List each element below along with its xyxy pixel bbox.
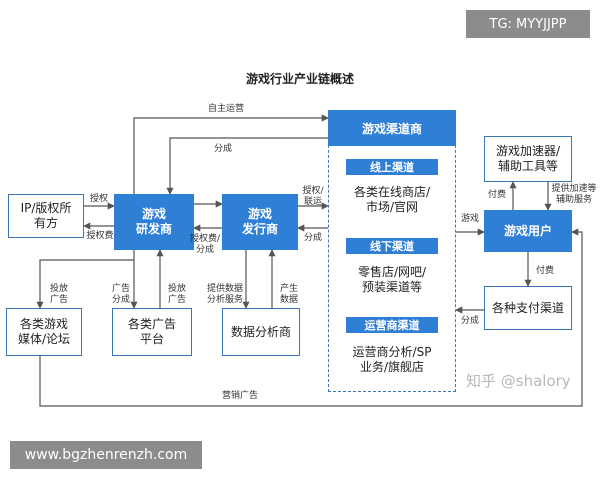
offline-channel-header: 线下渠道 [346, 238, 438, 254]
operator-channel-header: 运营商渠道 [346, 317, 438, 333]
offline-channel-body: 零售店/网吧/ 预装渠道等 [338, 258, 446, 302]
arrow-marketing-ads [39, 228, 583, 407]
label-provide-accel: 提供加速等 辅助服务 [551, 184, 597, 205]
label-game: 游戏 [460, 214, 479, 224]
label-provide-data: 提供数据 分析服务 [206, 284, 243, 305]
node-publisher: 游戏 发行商 [222, 194, 298, 250]
online-channel-body: 各类在线商店/ 市场/官网 [338, 178, 446, 222]
node-channel: 游戏渠道商 [328, 110, 456, 146]
arrow-share-top [166, 137, 328, 195]
node-user: 游戏用户 [484, 210, 572, 252]
label-invest-ads-2: 投放 广告 [167, 284, 186, 305]
arrow-invest-ads-1 [36, 259, 134, 309]
watermark-zhihu: 知乎 @shalory [466, 372, 571, 390]
watermark-top-tag: TG: MYYJJPP [466, 10, 590, 38]
node-media: 各类游戏 媒体/论坛 [6, 308, 82, 356]
label-authorize-union: 授权/ 联运 [302, 186, 324, 207]
operator-channel-body: 运营商分析/SP 业务/旗舰店 [338, 338, 446, 382]
node-ad-platform: 各类广告 平台 [112, 308, 192, 356]
arrow-self-operate [133, 114, 329, 194]
label-authorize-fee-share: 授权费/ 分成 [189, 234, 221, 255]
watermark-bottom-tag: www.bgzhenrenzh.com [10, 441, 202, 469]
node-analytics: 数据分析商 [222, 308, 300, 356]
label-gen-data: 产生 数据 [279, 284, 298, 305]
node-developer: 游戏 研发商 [114, 194, 194, 250]
node-ip-owner: IP/版权所 有方 [8, 194, 84, 238]
label-pay-fee-top: 付费 [487, 190, 506, 200]
label-pay-fee-mid: 付费 [535, 266, 554, 276]
online-channel-header: 线上渠道 [346, 159, 438, 175]
label-share-right: 分成 [460, 316, 479, 326]
node-accelerator: 游戏加速器/ 辅助工具等 [484, 136, 572, 182]
label-authorize-fee: 授权费 [86, 231, 114, 241]
label-ad-share: 广告 分成 [111, 284, 130, 305]
label-invest-ads-1: 投放 广告 [49, 284, 68, 305]
node-payment: 各种支付渠道 [484, 286, 572, 330]
label-marketing-ads: 营销广告 [221, 391, 258, 401]
label-share-top: 分成 [213, 144, 232, 154]
label-authorize: 授权 [89, 194, 108, 204]
label-self-operate: 自主运营 [207, 104, 244, 114]
diagram-title: 游戏行业产业链概述 [245, 72, 354, 86]
label-share-mid: 分成 [303, 233, 322, 243]
